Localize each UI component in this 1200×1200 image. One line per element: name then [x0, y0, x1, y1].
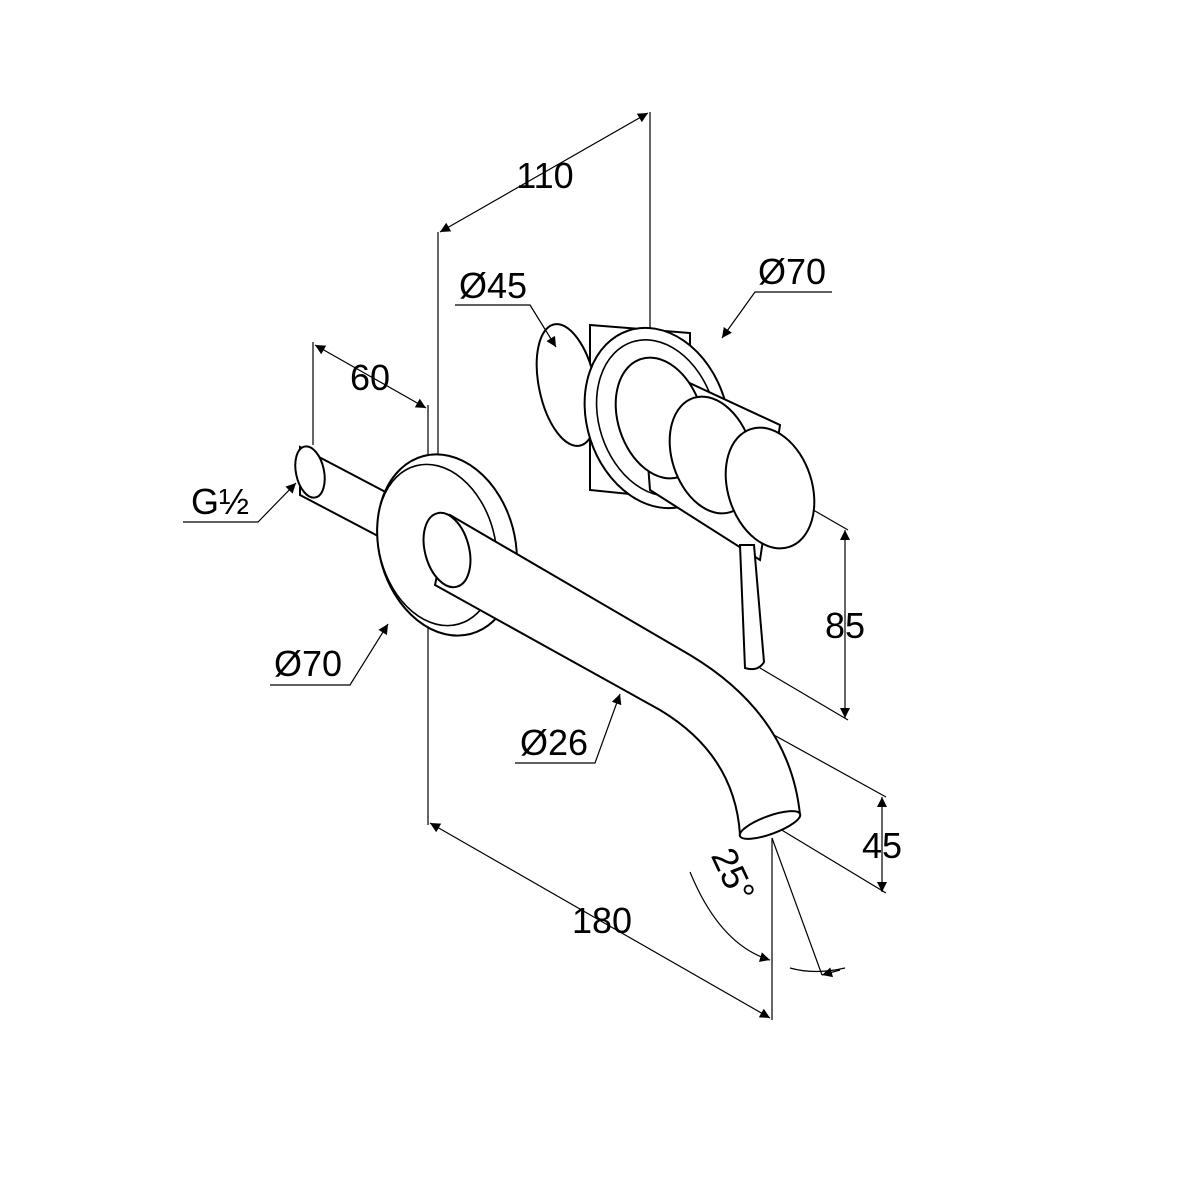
dim-60-label: 60	[350, 357, 390, 398]
dim-thread-label: G½	[191, 481, 249, 522]
dim-angle-label: 25°	[703, 841, 763, 908]
dimension-lines	[183, 112, 887, 1019]
dim-d70-spout-label: Ø70	[274, 643, 342, 684]
dim-d70-mixer-label: Ø70	[758, 251, 826, 292]
dim-d45-label: Ø45	[459, 265, 527, 306]
mixer-body	[535, 323, 816, 671]
dim-45-label: 45	[862, 825, 902, 866]
dim-110-label: 110	[516, 155, 573, 196]
dim-180-label: 180	[572, 900, 632, 941]
spout-body	[294, 445, 802, 840]
dim-85-label: 85	[825, 605, 865, 646]
dim-d26-label: Ø26	[520, 722, 588, 763]
